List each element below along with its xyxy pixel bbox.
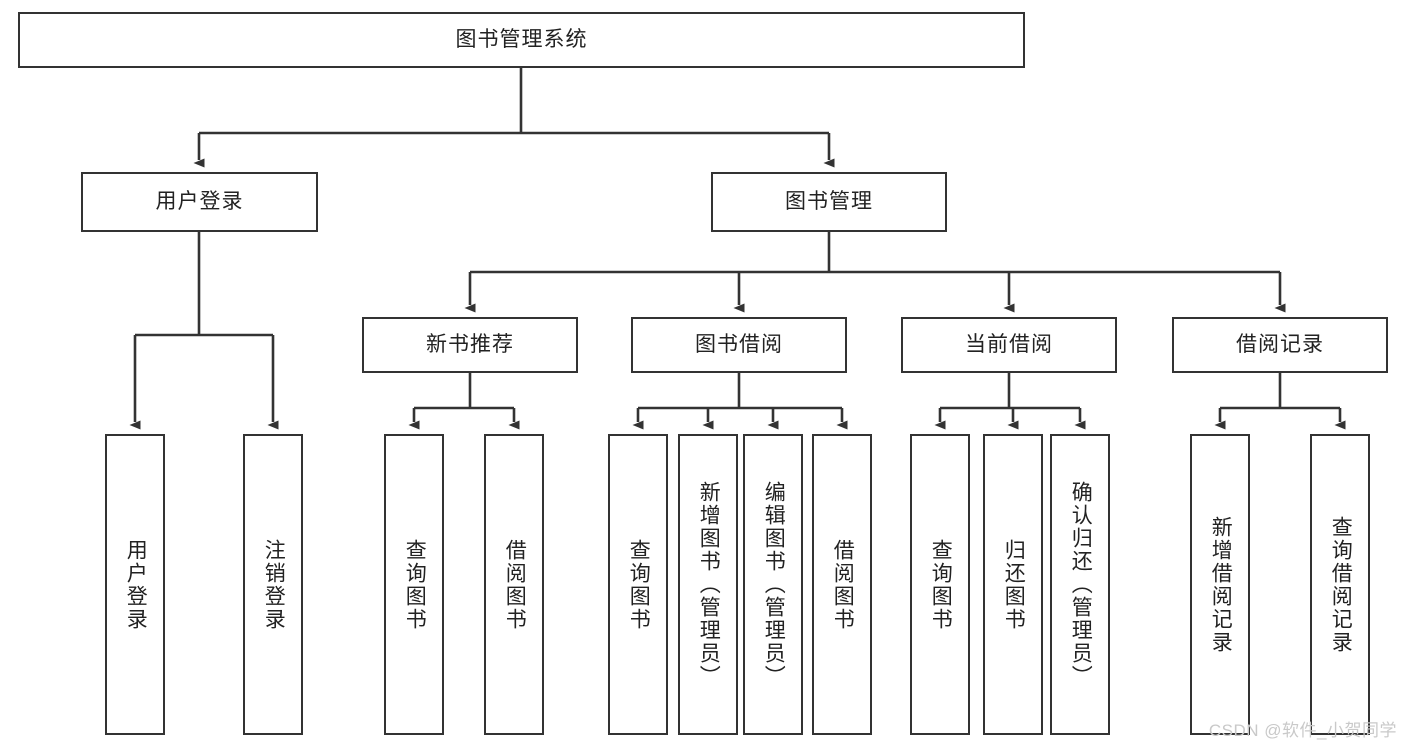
node-new-book-recommend[interactable]: 新书推荐	[362, 317, 578, 373]
node-root[interactable]: 图书管理系统	[18, 12, 1025, 68]
leaf-return-book[interactable]: 归还图书	[983, 434, 1043, 735]
leaf-add-borrow-record[interactable]: 新增借阅记录	[1190, 434, 1250, 735]
leaf-query-borrow-record[interactable]: 查询借阅记录	[1310, 434, 1370, 735]
leaf-user-login[interactable]: 用户登录	[105, 434, 165, 735]
node-user-login[interactable]: 用户登录	[81, 172, 318, 232]
leaf-query-book-borrow[interactable]: 查询图书	[608, 434, 668, 735]
leaf-borrow-book[interactable]: 借阅图书	[812, 434, 872, 735]
leaf-borrow-book-recommend[interactable]: 借阅图书	[484, 434, 544, 735]
watermark: CSDN @软件_小贺同学	[1208, 721, 1397, 740]
leaf-confirm-return-admin[interactable]: 确认归还（管理员）	[1050, 434, 1110, 735]
node-book-management[interactable]: 图书管理	[711, 172, 947, 232]
node-borrow-record[interactable]: 借阅记录	[1172, 317, 1388, 373]
node-current-borrow[interactable]: 当前借阅	[901, 317, 1117, 373]
leaf-logout[interactable]: 注销登录	[243, 434, 303, 735]
node-book-borrow[interactable]: 图书借阅	[631, 317, 847, 373]
leaf-query-book-current[interactable]: 查询图书	[910, 434, 970, 735]
leaf-edit-book-admin[interactable]: 编辑图书（管理员）	[743, 434, 803, 735]
leaf-query-book-recommend[interactable]: 查询图书	[384, 434, 444, 735]
leaf-add-book-admin[interactable]: 新增图书（管理员）	[678, 434, 738, 735]
